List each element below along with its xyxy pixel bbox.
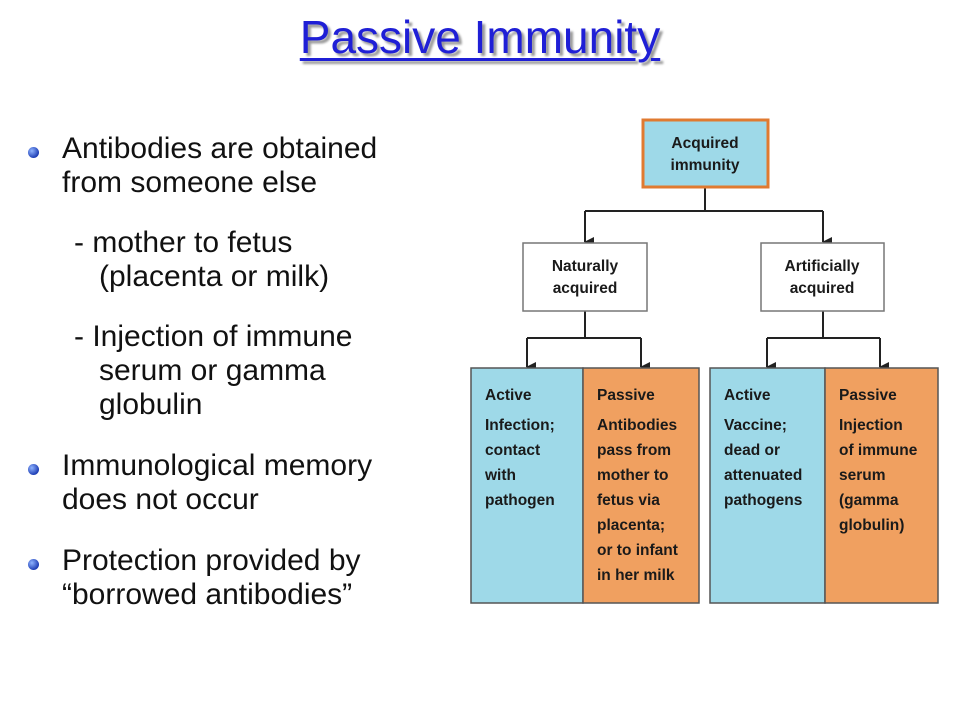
bullet-icon <box>28 464 39 475</box>
connector-lines <box>526 187 889 372</box>
artificial-passive-text-line: of immune <box>839 442 918 459</box>
naturally-acquired-box: Naturally acquired <box>522 242 648 312</box>
artificial-active-text-line: Vaccine; <box>724 417 787 434</box>
bullet-3-line-2: “borrowed antibodies” <box>62 578 353 611</box>
natural-passive-heading: Passive <box>597 387 655 404</box>
artificial-passive-text-line: (gamma <box>839 492 899 509</box>
artificially-acquired-label-line-1: Artificially <box>785 258 860 275</box>
artificial-active-text-line: dead or <box>724 442 780 459</box>
bullet-icon <box>28 559 39 570</box>
bullet-3-line-1: Protection provided by <box>62 544 361 577</box>
artificial-passive-heading: Passive <box>839 387 897 404</box>
naturally-acquired-label-line-1: Naturally <box>552 258 619 275</box>
artificial-passive-text-line: globulin) <box>839 517 904 534</box>
natural-passive-text-line: placenta; <box>597 517 665 534</box>
sub-bullet-2-line-1: - Injection of immune <box>74 320 353 353</box>
acquired-immunity-label-line-1: Acquired <box>671 135 738 152</box>
natural-active-text-line: contact <box>485 442 540 459</box>
natural-passive-text-line: mother to <box>597 467 668 484</box>
natural-passive-text-line: or to infant <box>597 542 678 559</box>
bullet-2-line-1: Immunological memory <box>62 449 373 482</box>
sub-bullet-1-line-2: (placenta or milk) <box>99 260 330 293</box>
artificial-passive-text-line: serum <box>839 467 886 484</box>
bullet-1-line-1: Antibodies are obtained <box>62 132 378 165</box>
acquired-immunity-box: Acquired immunity <box>641 118 770 189</box>
artificially-acquired-label-line-2: acquired <box>790 280 855 297</box>
artificial-passive-text-line: Injection <box>839 417 903 434</box>
page-title: Passive Immunity <box>299 11 661 63</box>
artificial-active-text-line: attenuated <box>724 467 802 484</box>
artificial-active-heading: Active <box>724 387 771 404</box>
sub-bullet-2-line-2: serum or gamma <box>99 354 326 387</box>
artificial-active-text-line: pathogens <box>724 492 802 509</box>
artificially-acquired-box: Artificially acquired <box>760 242 885 312</box>
naturally-acquired-label-line-2: acquired <box>553 280 618 297</box>
sub-bullet-2-line-3: globulin <box>99 388 203 421</box>
natural-active-text-line: with <box>484 467 516 484</box>
natural-passive-text-line: pass from <box>597 442 671 459</box>
natural-passive-text-line: in her milk <box>597 567 675 584</box>
natural-active-heading: Active <box>485 387 532 404</box>
bullet-2-line-2: does not occur <box>62 483 259 516</box>
bullet-1-line-2: from someone else <box>62 166 318 199</box>
sub-bullet-1-line-1: - mother to fetus <box>74 226 293 259</box>
natural-passive-text-line: Antibodies <box>597 417 677 434</box>
bullet-icon <box>28 147 39 158</box>
acquired-immunity-label-line-2: immunity <box>671 157 740 174</box>
natural-passive-text-line: fetus via <box>597 492 660 509</box>
natural-active-text-line: Infection; <box>485 417 555 434</box>
natural-active-text-line: pathogen <box>485 492 555 509</box>
